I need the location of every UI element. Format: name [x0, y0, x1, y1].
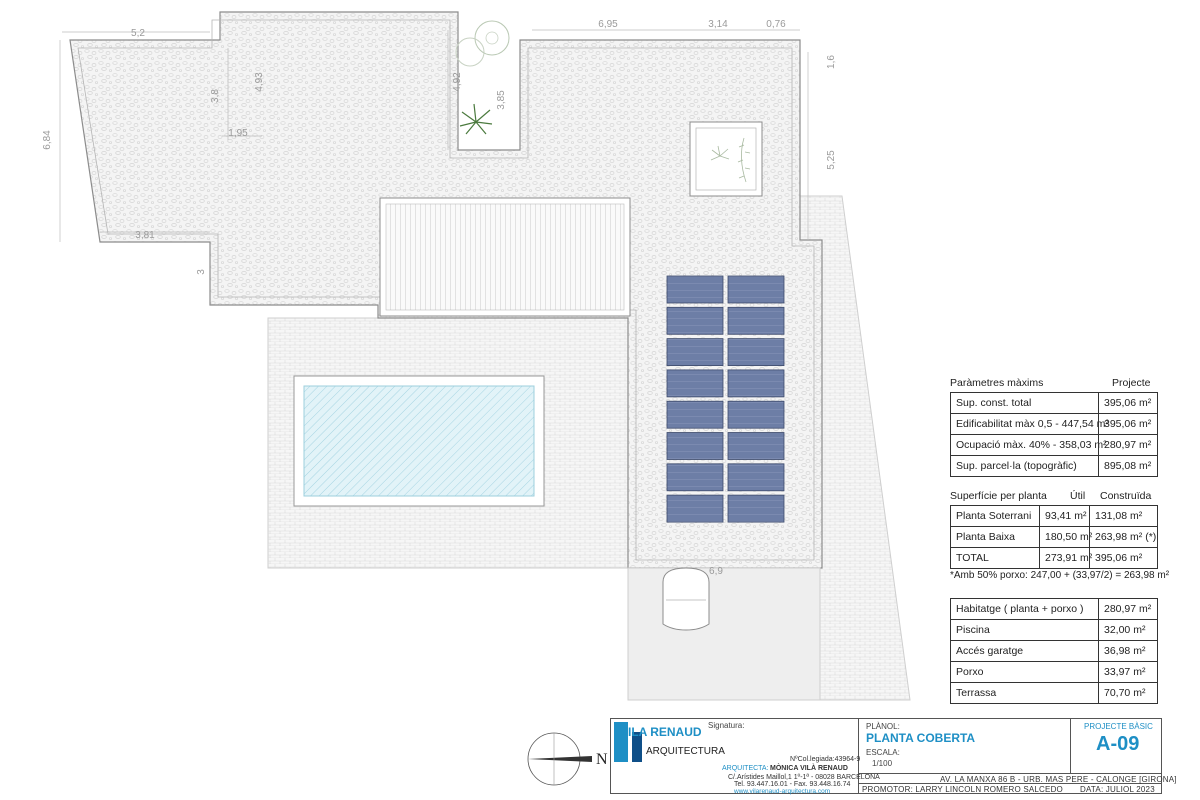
dimension-label: 1,6 — [826, 55, 837, 69]
solar-panel — [666, 306, 724, 335]
garage-access — [627, 567, 821, 701]
brand-name: VILA RENAUD — [620, 725, 702, 739]
swimming-pool — [293, 375, 545, 507]
table-row: Planta Baixa 180,50 m² 263,98 m² (*) — [951, 527, 1157, 548]
dimension-label: 5,2 — [131, 28, 145, 39]
table-row: Sup. const. total 395,06 m² — [951, 393, 1157, 414]
brand-logo: VILA RENAUD ARQUITECTURA — [614, 722, 725, 776]
solar-panel — [727, 306, 785, 335]
solar-panel — [666, 463, 724, 492]
drawing-date: DATA: JULIOL 2023 — [1080, 785, 1155, 794]
office-website[interactable]: www.vilarenaud-arquitectura.com — [734, 788, 831, 795]
patio — [689, 121, 763, 197]
built-header: Construïda — [1100, 490, 1152, 502]
dimension-label: 4,92 — [452, 72, 463, 92]
colegiada-number: NºCol.legiada:43964-9 — [790, 756, 861, 763]
pergola — [379, 197, 631, 317]
table-row: Planta Soterrani 93,41 m² 131,08 m² — [951, 506, 1157, 527]
table-row: Ocupació màx. 40% - 358,03 m² 280,97 m² — [951, 435, 1157, 456]
table-row: Accés garatge 36,98 m² — [951, 641, 1157, 662]
table-row: Edificabilitat màx 0,5 - 447,54 m² 395,0… — [951, 414, 1157, 435]
dimension-label: 4,93 — [254, 72, 265, 92]
dimension-label: 3,8 — [210, 89, 221, 103]
promoter: PROMOTOR: LARRY LINCOLN ROMERO SALCEDO — [862, 785, 1063, 794]
office-phone: Tel. 93.447.16.01 - Fax. 93.448.16.74 — [734, 781, 851, 788]
project-type: PROJECTE BÀSIC — [1084, 722, 1153, 731]
plan-title: PLANTA COBERTA — [866, 731, 976, 745]
dimension-label: 0,76 — [766, 19, 786, 30]
site-address: AV. LA MANXA 86 B - URB. MAS PERE - CALO… — [940, 775, 1177, 784]
scale-value: 1/100 — [872, 759, 893, 768]
office-address: C/.Arístides Maillol,1 1º-1ª - 08028 BAR… — [728, 774, 880, 781]
dimension-label: 3,81 — [135, 230, 155, 241]
signature-label: Signatura: — [708, 721, 745, 730]
dimension-label: 6,95 — [598, 19, 618, 30]
dimension-label: 6,9 — [709, 566, 723, 577]
useful-header: Útil — [1070, 490, 1086, 502]
solar-panel — [666, 432, 724, 460]
garden-vegetation — [455, 20, 510, 135]
title-block: Signatura: VILA RENAUD ARQUITECTURA NºCo… — [610, 718, 1177, 795]
architect-label: ARQUITECTA: — [722, 765, 769, 772]
architect-name: MÒNICA VILÀ RENAUD — [770, 765, 848, 772]
table-row: Piscina 32,00 m² — [951, 620, 1157, 641]
solar-panel — [727, 463, 785, 492]
plan-label: PLÀNOL: — [866, 722, 900, 731]
north-label: N — [596, 751, 608, 768]
solar-panel — [727, 432, 785, 460]
table-row: Terrassa 70,70 m² — [951, 683, 1157, 703]
scale-label: ESCALA: — [866, 748, 900, 757]
dimension-label: 5,25 — [826, 150, 837, 170]
solar-panel — [727, 494, 785, 523]
solar-panel — [666, 494, 724, 523]
solar-panel — [666, 400, 724, 429]
solar-panel — [666, 275, 724, 304]
dimension-label: 3,14 — [708, 19, 728, 30]
parameters-header: Paràmetres màxims — [950, 377, 1044, 389]
solar-panel — [727, 400, 785, 429]
dimension-label: 1,95 — [228, 128, 248, 139]
solar-panel — [727, 275, 785, 304]
solar-panel — [666, 369, 724, 398]
solar-panel — [727, 369, 785, 398]
dimension-label: 6,84 — [42, 130, 53, 150]
table-row: Sup. parcel·la (topogràfic) 895,08 m² — [951, 456, 1157, 476]
surface-footnote: *Amb 50% porxo: 247,00 + (33,97/2) = 263… — [950, 570, 1170, 581]
table-row: Porxo 33,97 m² — [951, 662, 1157, 683]
table-row: TOTAL 273,91 m² 395,06 m² — [951, 548, 1157, 568]
dimension-lines — [59, 29, 809, 242]
sheet-number: A-09 — [1096, 733, 1140, 755]
surface-header: Superfície per planta — [950, 490, 1047, 502]
solar-panel — [666, 338, 724, 367]
brand-subtitle: ARQUITECTURA — [646, 746, 725, 757]
dimension-label: 3,85 — [496, 90, 507, 110]
dimension-label: 3 — [196, 269, 207, 275]
solar-panel — [727, 338, 785, 367]
table-row: Habitatge ( planta + porxo ) 280,97 m² — [951, 599, 1157, 620]
solar-panel-array — [666, 275, 785, 523]
north-arrow: N — [527, 732, 608, 786]
project-header: Projecte — [1112, 377, 1151, 389]
